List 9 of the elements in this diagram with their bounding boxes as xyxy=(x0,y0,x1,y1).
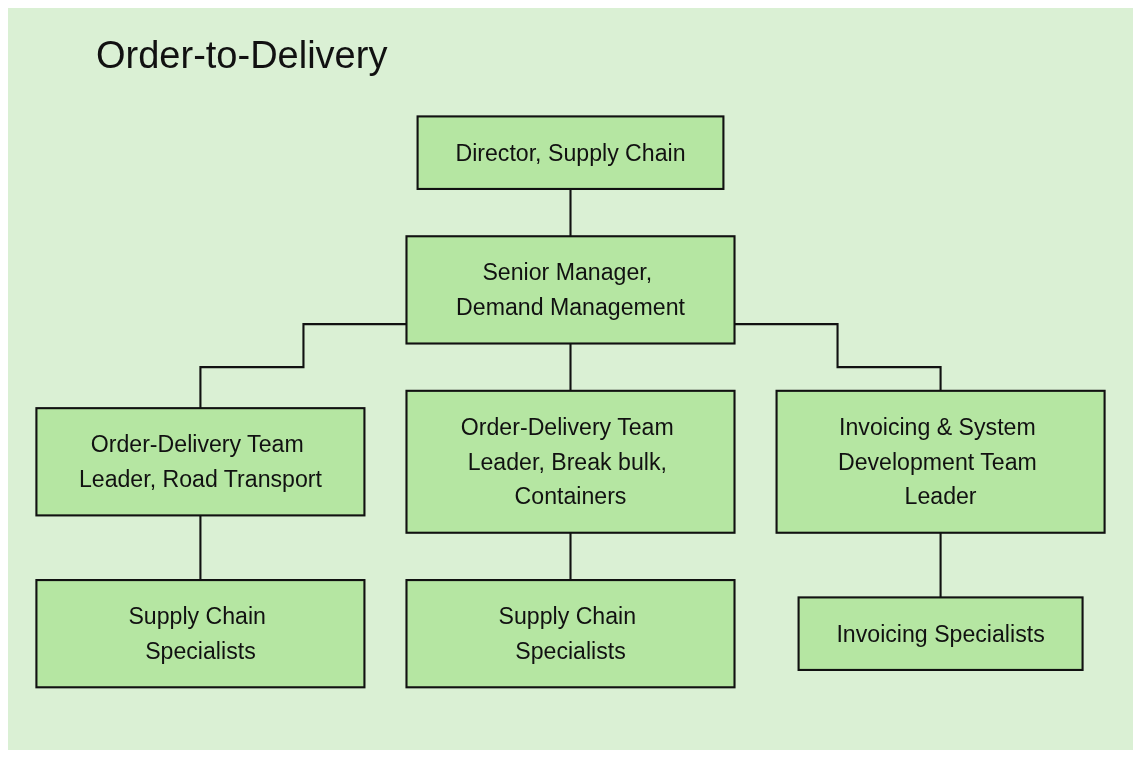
node-box: Senior Manager, Demand Management xyxy=(405,235,736,345)
node-box: Supply Chain Specialists xyxy=(405,579,736,689)
node-box: Invoicing & System Development Team Leader xyxy=(775,389,1106,534)
node-box: Invoicing Specialists xyxy=(797,596,1084,671)
node-box: Order-Delivery Team Leader, Break bulk, Containers xyxy=(405,389,736,534)
node-box: Director, Supply Chain xyxy=(416,115,725,190)
diagram-title: Order-to-Delivery xyxy=(96,34,388,77)
node-box: Order-Delivery Team Leader, Road Transport xyxy=(35,407,366,517)
node-box: Supply Chain Specialists xyxy=(35,579,366,689)
